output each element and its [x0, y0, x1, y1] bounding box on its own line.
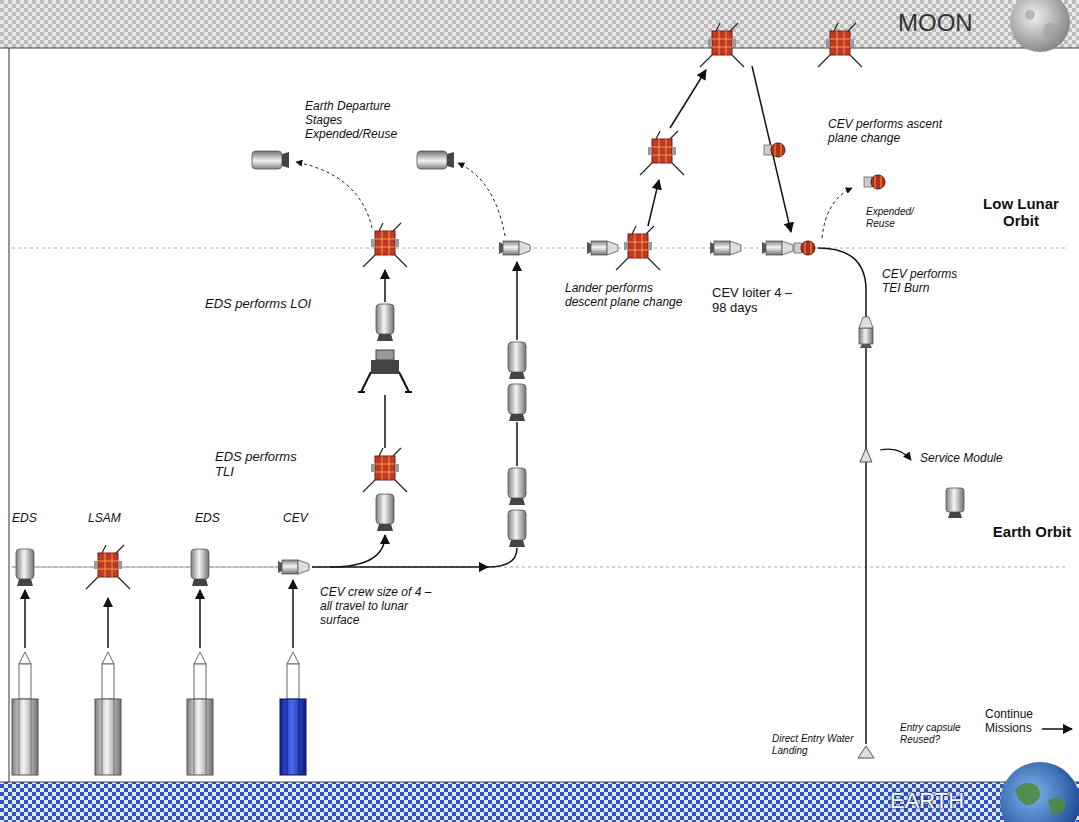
- band-title: EARTH: [890, 789, 964, 813]
- callout-label: Earth Departure Stages Expended/Reuse: [305, 100, 415, 141]
- callout-label: EDS performs TLI: [215, 450, 315, 480]
- callout-label: CEV performs TEI Burn: [882, 268, 977, 296]
- callout-label: EDS performs LOI: [205, 297, 335, 312]
- earth-band: EARTH: [0, 782, 1079, 822]
- callout-label: Low Lunar Orbit: [975, 195, 1067, 230]
- callout-label: LSAM: [88, 512, 133, 526]
- callout-label: CEV loiter 4 – 98 days: [712, 286, 807, 316]
- callout-label: CEV performs ascent plane change: [828, 118, 953, 146]
- callout-label: EDS: [12, 512, 52, 526]
- callout-label: CEV: [283, 512, 323, 526]
- callout-label: Continue Missions: [985, 708, 1055, 736]
- callout-label: Lander performs descent plane change: [565, 282, 683, 310]
- callout-label: Service Module: [920, 452, 1020, 466]
- band-title: MOON: [898, 10, 973, 36]
- callout-label: Earth Orbit: [992, 523, 1072, 540]
- callout-label: EDS: [195, 512, 235, 526]
- callout-label: Entry capsule Reused?: [900, 722, 970, 745]
- callout-label: Expended/ Reuse: [866, 206, 926, 229]
- callout-label: Direct Entry Water Landing: [772, 733, 854, 756]
- moon-band: MOON: [0, 0, 1079, 48]
- callout-label: CEV crew size of 4 – all travel to lunar…: [320, 586, 438, 627]
